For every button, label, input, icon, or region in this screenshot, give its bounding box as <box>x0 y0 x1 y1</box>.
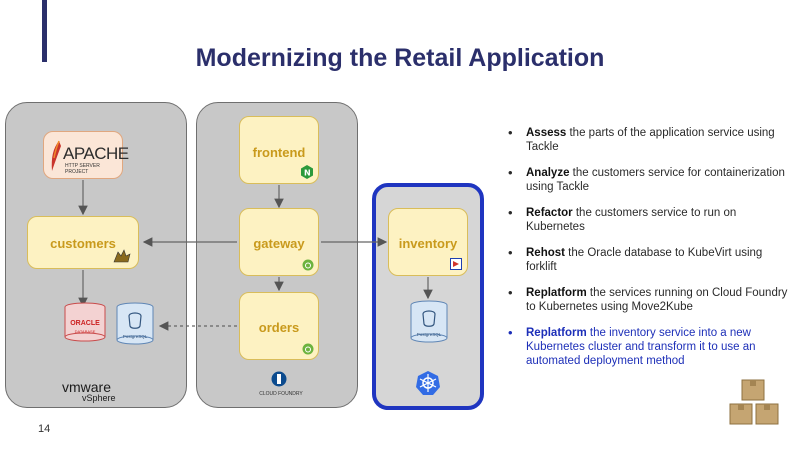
postgres-database-icon <box>116 302 154 345</box>
bullet-item: Replatform the services running on Cloud… <box>506 286 791 314</box>
orders-service: orders <box>239 292 319 360</box>
oracle-database-icon <box>64 302 106 342</box>
inventory-service: inventory <box>388 208 468 276</box>
cloud-foundry-icon <box>271 371 287 387</box>
cardboard-boxes-icon <box>729 379 779 425</box>
vsphere-product: vSphere <box>82 393 116 403</box>
bullet-item-highlighted: Replatform the inventory service into a … <box>506 326 791 368</box>
customers-label: customers <box>50 236 116 251</box>
cloud-foundry-label: CLOUD FOUNDRY <box>259 391 303 397</box>
bullet-item: Analyze the customers service for contai… <box>506 166 791 194</box>
spring-icon <box>302 343 314 355</box>
vmware-vsphere-logo: vmware vSphere <box>62 379 116 403</box>
customers-service: customers <box>27 216 139 269</box>
postgres-label: PostgreSQL <box>122 334 148 339</box>
gateway-service: gateway <box>239 208 319 276</box>
apache-logo-subtext: HTTP SERVER PROJECT <box>65 163 100 175</box>
apache-feather-icon <box>51 140 61 171</box>
page-number: 14 <box>38 423 51 435</box>
slide-title: Modernizing the Retail Application <box>195 44 605 72</box>
spring-icon <box>302 259 314 271</box>
frontend-label: frontend <box>252 145 306 160</box>
inventory-label: inventory <box>398 236 458 251</box>
apache-logo-text: APACHE <box>63 144 129 163</box>
quarkus-icon <box>450 258 462 270</box>
nginx-icon: N <box>301 165 313 179</box>
postgres-label: PostgreSQL <box>416 332 442 337</box>
orders-label: orders <box>258 320 300 335</box>
gateway-label: gateway <box>253 236 305 251</box>
kubernetes-icon <box>416 371 440 395</box>
svg-text:N: N <box>304 169 311 178</box>
frontend-service: frontend N <box>239 116 319 184</box>
tomcat-icon <box>113 249 131 263</box>
oracle-sublabel: DATABASE <box>74 329 96 334</box>
bullet-item: Refactor the customers service to run on… <box>506 206 791 234</box>
apache-service: APACHE HTTP SERVER PROJECT <box>43 131 129 179</box>
vmware-brand: vmware <box>62 379 112 395</box>
bullet-item: Rehost the Oracle database to KubeVirt u… <box>506 246 791 274</box>
bullet-item: Assess the parts of the application serv… <box>506 126 791 154</box>
bullet-list: Assess the parts of the application serv… <box>506 126 791 380</box>
oracle-label: ORACLE <box>70 320 100 327</box>
postgres-database-icon <box>410 300 448 343</box>
accent-bar <box>42 0 47 62</box>
